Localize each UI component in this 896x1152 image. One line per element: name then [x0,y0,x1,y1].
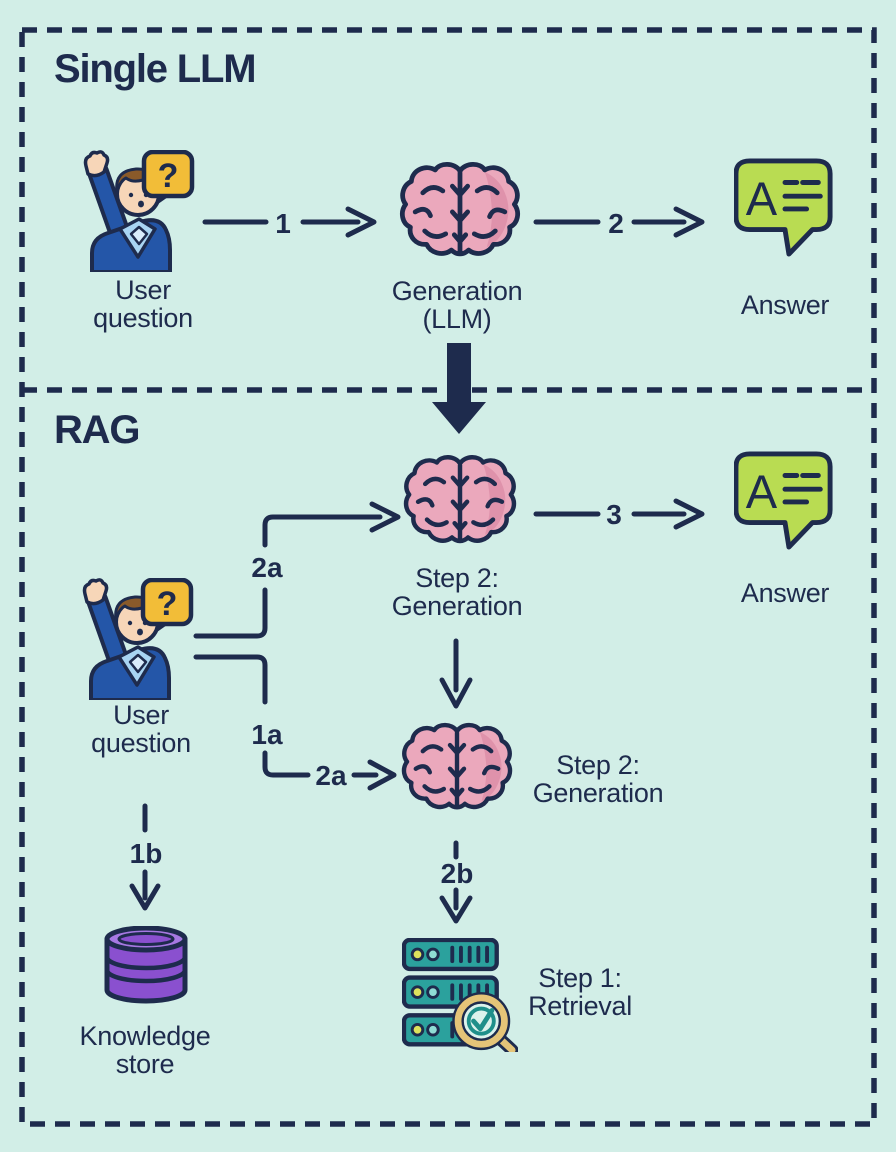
flow-3-arrowhead [673,498,705,530]
brain-icon [398,155,522,265]
step1-retrieval-label: Step 1: Retrieval [528,963,632,1022]
brain-to-brain-arrowhead [439,677,473,709]
flow-2a-lower-arrowhead [367,759,397,791]
section-title-single-llm: Single LLM [54,47,257,91]
answer-label: Answer [740,290,830,320]
flow-1b-arrowhead [129,883,161,911]
flow-label-2b: 2b [440,858,474,889]
user-question-icon [80,150,200,272]
server-search-icon [402,938,518,1052]
knowledge-store-label: Knowledge store [79,1021,211,1080]
brain-icon-rag-lower [400,714,514,820]
flow-1-arrowhead [345,206,377,238]
user-question-icon-rag [79,578,199,700]
database-icon [101,926,191,1006]
flow-2a-upper-elbow-upper [262,514,383,548]
answer-icon-rag [734,451,836,551]
user-question-label: User question [93,275,193,334]
flow-label-1: 1 [275,208,291,239]
flow-1a-elbow-upper [193,654,268,705]
step2-generation-upper-label: Step 2: Generation [391,563,523,622]
user-question-label-rag: User question [91,700,191,759]
single-to-rag-arrow [432,343,486,434]
flow-label-1a: 1a [251,719,283,750]
flow-label-2: 2 [608,208,624,239]
step2-generation-lower-label: Step 2: Generation [532,750,664,809]
answer-icon [734,158,836,258]
flow-label-1b: 1b [129,838,163,869]
brain-icon-rag-upper [402,446,518,554]
flow-2a-upper-arrowhead [369,501,401,533]
flow-2b-arrowhead [439,895,473,924]
answer-label-rag: Answer [740,578,830,608]
flow-label-2a-upper: 2a [251,552,283,583]
flow-2-arrowhead [673,206,705,238]
generation-llm-label: Generation (LLM) [391,276,523,335]
flow-1a-elbow-lower [262,750,311,778]
flow-2a-upper-elbow-lower [193,587,268,639]
flow-label-2a-lower: 2a [315,760,347,791]
flow-label-3: 3 [606,499,622,530]
section-title-rag: RAG [54,408,141,452]
